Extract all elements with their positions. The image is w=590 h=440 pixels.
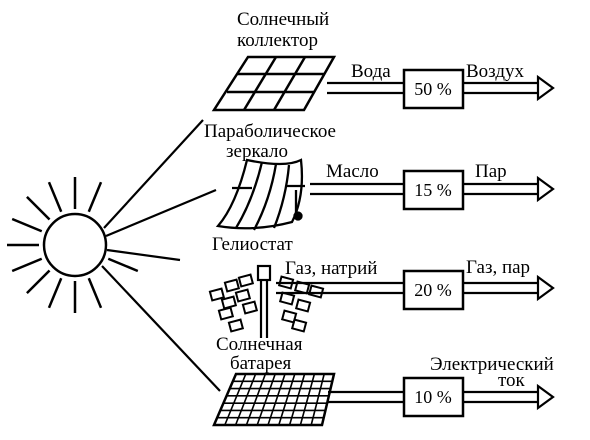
sun-ray [26,196,51,221]
efficiency-value: 20 % [414,280,452,300]
battery-cell-line [288,373,306,426]
efficiency-box [402,68,465,110]
input-label: Вода [351,61,391,82]
device-label-parabolic-mirror: Параболическое зеркало [204,121,341,162]
sun-ray [47,277,63,309]
sun-rays [7,177,139,313]
battery-cell-line [278,373,296,426]
sun-ray [11,257,43,273]
battery-cell-line [310,373,325,426]
efficiency-box [402,376,465,418]
solar-collector-icon [211,55,337,112]
flow-pipe [276,274,555,302]
device-label-heliostat: Гелиостат [212,234,294,255]
output-label: Электрический ток [430,354,559,391]
input-label: Масло [326,161,379,182]
efficiency-box [402,269,465,311]
input-label: Газ, натрий [285,258,377,279]
parabolic-mirror-icon [215,158,305,231]
efficiency-value: 15 % [414,180,452,200]
row-parabolic-mirror: Параболическое зеркало Масло 15 % Пар [204,121,555,231]
device-label-solar-battery: Солнечная батарея [216,334,307,374]
efficiency-value: 10 % [414,387,452,407]
output-label: Газ, пар [466,257,530,278]
battery-cell-line [224,373,247,426]
sun-ray [87,277,103,309]
battery-cell-line [245,373,267,426]
battery-cell-line [234,373,257,426]
battery-cell-line [299,373,316,426]
sun-ray [11,217,43,233]
battery-cell-line [267,373,286,426]
row-heliostat: Гелиостат Газ, натрий [208,234,555,338]
efficiency-value: 50 % [414,79,452,99]
heliostat-icon [208,264,325,338]
device-label-solar-collector: Солнечный коллектор [237,9,334,51]
sun-ray [87,181,103,213]
row-solar-battery: Солнечная батарея 10 % Электрический ток [212,334,559,427]
efficiency-box [402,169,465,211]
flow-pipe [310,175,555,203]
flow-pipe [327,74,555,102]
output-label: Воздух [466,61,525,82]
battery-cell-line [256,373,276,426]
sun-ray [26,269,51,294]
sun-ray [47,181,63,213]
sun-icon [7,177,139,313]
solar-battery-icon [212,372,336,427]
output-label: Пар [475,161,507,182]
sun-ray [107,257,139,273]
row-solar-collector: Солнечный коллектор Вода 50 % Воздух [211,9,555,112]
light-rays [101,119,221,392]
flow-pipe [328,383,555,411]
